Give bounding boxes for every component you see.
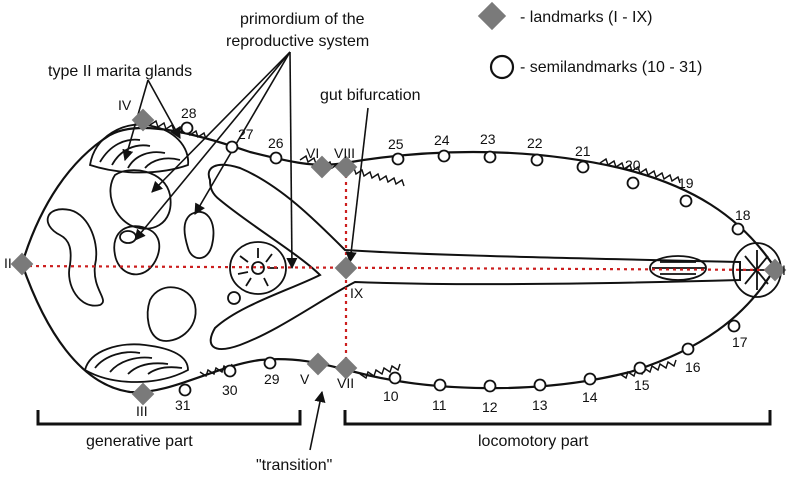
semilandmark-marker-30 <box>223 364 237 378</box>
locomotory-bracket <box>343 410 772 426</box>
landmark-label-III: III <box>136 403 148 419</box>
landmark-label-V: V <box>300 371 310 387</box>
primordium-label-1: primordium of the <box>240 11 365 28</box>
legend-landmarks-text: - landmarks (I - IX) <box>520 9 652 26</box>
landmark-marker-II <box>10 252 34 276</box>
landmark-marker-V <box>306 352 330 376</box>
semilandmark-label-25: 25 <box>388 136 404 152</box>
marita-glands <box>83 123 189 383</box>
semilandmark-label-15: 15 <box>634 377 650 393</box>
legend-semilandmark-icon <box>489 54 515 80</box>
semilandmark-label-17: 17 <box>732 334 748 350</box>
semilandmark-label-22: 22 <box>527 135 543 151</box>
transition-label: "transition" <box>256 457 332 474</box>
semilandmark-marker-24 <box>437 149 451 163</box>
landmark-label-VIII: VIII <box>334 145 355 161</box>
semilandmark-label-31: 31 <box>175 397 191 413</box>
semilandmark-marker-14 <box>583 372 597 386</box>
primordium-label-2: reproductive system <box>226 33 369 50</box>
semilandmark-marker-31 <box>178 383 192 397</box>
semilandmark-marker-15 <box>633 361 647 375</box>
semilandmark-label-14: 14 <box>582 389 598 405</box>
marita-glands-label: type II marita glands <box>48 63 192 80</box>
semilandmark-label-12: 12 <box>482 399 498 415</box>
semilandmark-marker-13 <box>533 378 547 392</box>
landmark-label-VII: VII <box>337 375 354 391</box>
landmark-marker-IV <box>131 108 155 132</box>
semilandmark-label-13: 13 <box>532 397 548 413</box>
semilandmark-marker-27 <box>225 140 239 154</box>
semilandmark-marker-28 <box>180 121 194 135</box>
semilandmark-label-19: 19 <box>678 175 694 191</box>
annotation-arrows <box>122 51 369 451</box>
semilandmark-marker-12 <box>483 379 497 393</box>
legend-semilandmarks-text: - semilandmarks (10 - 31) <box>520 59 702 76</box>
semilandmark-marker-20 <box>626 176 640 190</box>
semilandmark-marker-16 <box>681 342 695 356</box>
semilandmark-label-20: 20 <box>625 157 641 173</box>
landmark-marker-IX <box>334 256 358 280</box>
semilandmark-marker-23 <box>483 150 497 164</box>
semilandmark-label-10: 10 <box>383 388 399 404</box>
gut-bifurcation-label: gut bifurcation <box>320 87 421 104</box>
semilandmark-marker-26 <box>269 151 283 165</box>
semilandmark-marker-19 <box>679 194 693 208</box>
semilandmark-label-24: 24 <box>434 132 450 148</box>
semilandmark-marker-22 <box>530 153 544 167</box>
semilandmark-marker-18 <box>731 222 745 236</box>
semilandmarks: 10 11 12 13 14 15 16 17 18 19 20 21 22 23 24 25 26 27 28 29… <box>175 105 751 415</box>
landmark-marker-I <box>763 258 787 282</box>
landmark-marker-VII <box>334 356 358 380</box>
semilandmark-label-11: 11 <box>432 397 447 413</box>
gut <box>207 163 742 350</box>
generative-part-label: generative part <box>86 433 193 450</box>
landmark-label-IX: IX <box>350 285 364 301</box>
semilandmark-label-27: 27 <box>238 126 254 142</box>
semilandmark-label-16: 16 <box>685 359 701 375</box>
semilandmark-marker-11 <box>433 378 447 392</box>
landmark-label-IV: IV <box>118 97 132 113</box>
semilandmark-marker-10 <box>388 371 402 385</box>
primordium-organs <box>46 169 782 342</box>
semilandmark-label-23: 23 <box>480 131 496 147</box>
semilandmark-marker-21 <box>576 160 590 174</box>
landmark-label-I: I <box>782 262 786 278</box>
semilandmark-marker-17 <box>727 319 741 333</box>
legend-landmark-icon <box>477 1 507 31</box>
semilandmark-marker-25 <box>391 152 405 166</box>
semilandmark-label-18: 18 <box>735 207 751 223</box>
generative-bracket <box>36 410 302 426</box>
semilandmark-label-28: 28 <box>181 105 197 121</box>
semilandmark-label-30: 30 <box>222 382 238 398</box>
locomotory-part-label: locomotory part <box>478 433 589 450</box>
semilandmark-label-26: 26 <box>268 135 284 151</box>
landmark-label-VI: VI <box>306 145 319 161</box>
semilandmark-marker-29 <box>263 356 277 370</box>
semilandmark-label-21: 21 <box>575 143 591 159</box>
semilandmark-label-29: 29 <box>264 371 280 387</box>
legend: - landmarks (I - IX) - semilandmarks (10… <box>477 1 702 80</box>
landmark-label-II: II <box>4 255 12 271</box>
landmark-marker-III <box>131 382 155 406</box>
